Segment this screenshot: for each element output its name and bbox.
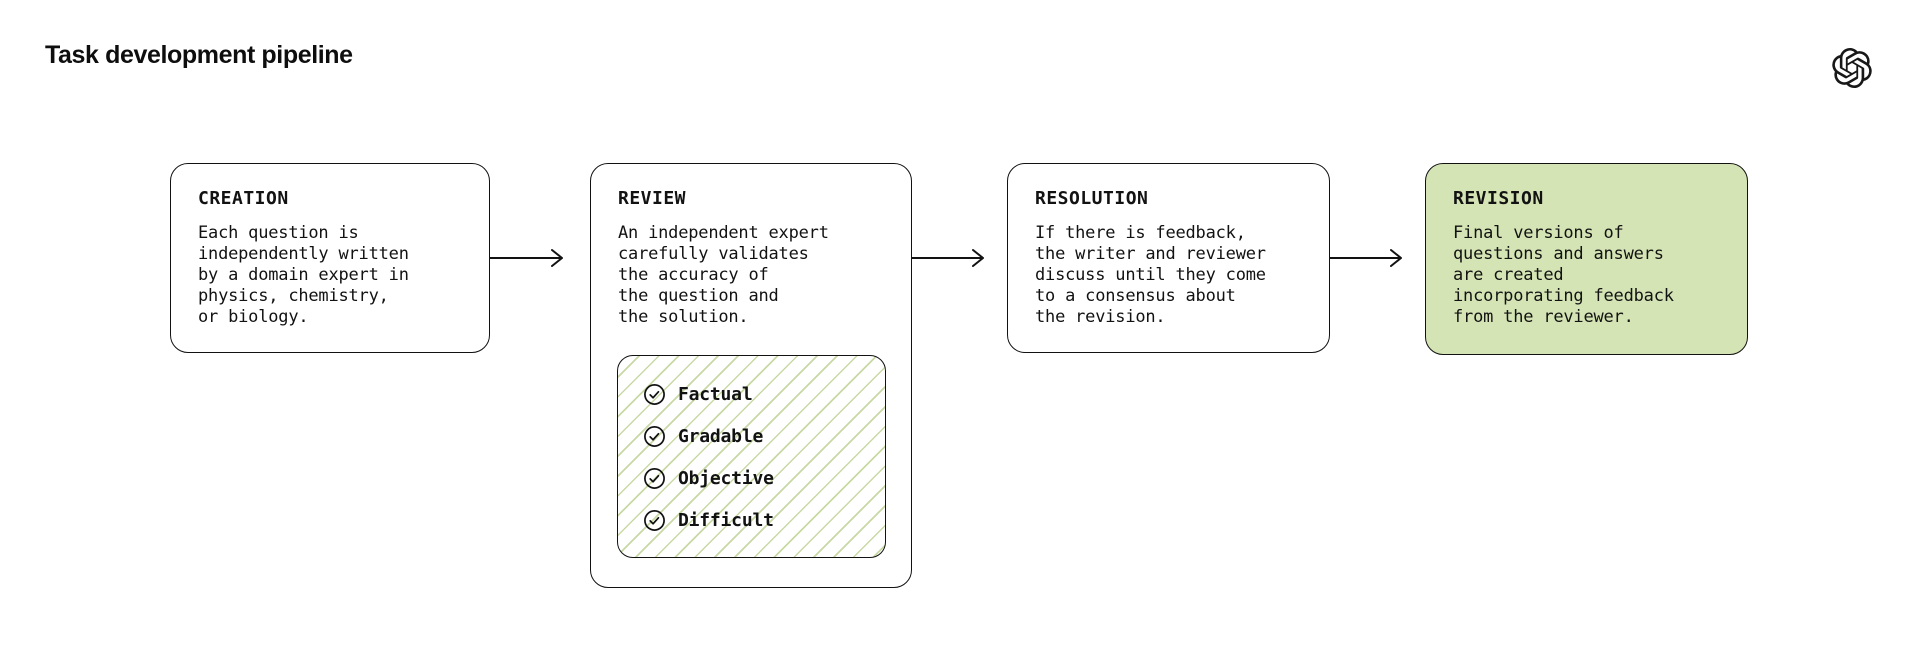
checklist-item-label: Objective <box>678 468 774 489</box>
check-circle-icon <box>643 383 666 406</box>
page-title: Task development pipeline <box>45 41 353 69</box>
stage-body: An independent expert carefully validate… <box>618 223 829 327</box>
pipeline-stage-review: REVIEW An independent expert carefully v… <box>590 163 912 588</box>
checklist-item-label: Difficult <box>678 510 774 531</box>
checklist-item-label: Factual <box>678 384 753 405</box>
flow-arrow-icon <box>1329 246 1405 270</box>
review-checklist: Factual Gradable Objective <box>617 355 886 558</box>
checklist-item: Gradable <box>643 425 885 448</box>
stage-title: RESOLUTION <box>1035 188 1149 209</box>
checklist-item: Factual <box>643 383 885 406</box>
flow-arrow-icon <box>911 246 987 270</box>
check-circle-icon <box>643 467 666 490</box>
checklist-item-label: Gradable <box>678 426 764 447</box>
openai-logo-icon <box>1832 47 1872 89</box>
pipeline-stage-revision: REVISION Final versions of questions and… <box>1425 163 1748 355</box>
stage-body: Final versions of questions and answers … <box>1453 223 1674 327</box>
stage-body: Each question is independently written b… <box>198 223 409 327</box>
checklist-item: Difficult <box>643 509 885 532</box>
pipeline-stage-resolution: RESOLUTION If there is feedback, the wri… <box>1007 163 1330 353</box>
stage-title: CREATION <box>198 188 289 209</box>
flow-arrow-icon <box>490 246 566 270</box>
check-circle-icon <box>643 509 666 532</box>
stage-body: If there is feedback, the writer and rev… <box>1035 223 1266 327</box>
stage-title: REVIEW <box>618 188 687 209</box>
checklist-item: Objective <box>643 467 885 490</box>
check-circle-icon <box>643 425 666 448</box>
pipeline-stage-creation: CREATION Each question is independently … <box>170 163 490 353</box>
stage-title: REVISION <box>1453 188 1544 209</box>
